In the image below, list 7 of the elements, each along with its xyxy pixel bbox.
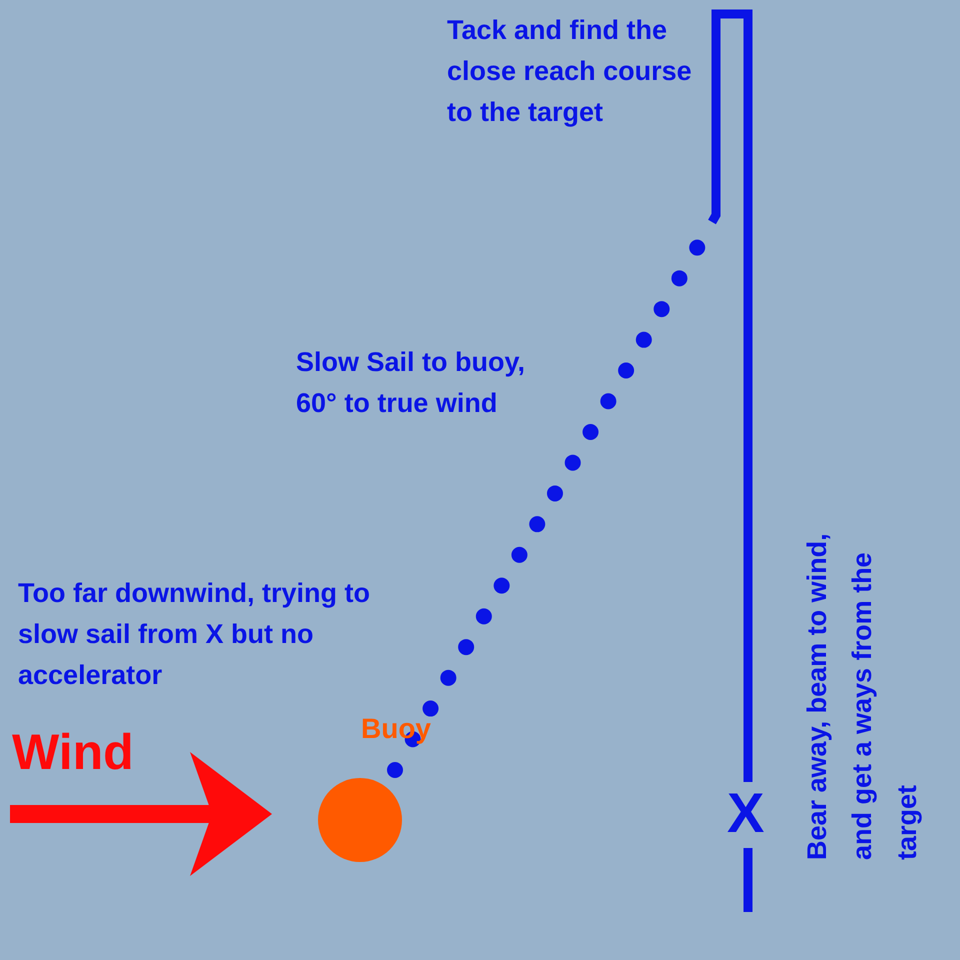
- annotation-text: Bear away, beam to wind, and get a ways from the target: [801, 532, 923, 860]
- buoy-label: Buoy: [361, 712, 432, 746]
- annotation-text: Slow Sail to buoy, 60° to true wind: [296, 346, 526, 420]
- annotation-text: Tack and find the close reach course to the target: [447, 14, 693, 129]
- position-mark: X: [727, 780, 766, 846]
- wind-label: Wind: [12, 723, 135, 782]
- annotation-text: Too far downwind, trying to slow sail from X but no accelerator: [18, 577, 371, 692]
